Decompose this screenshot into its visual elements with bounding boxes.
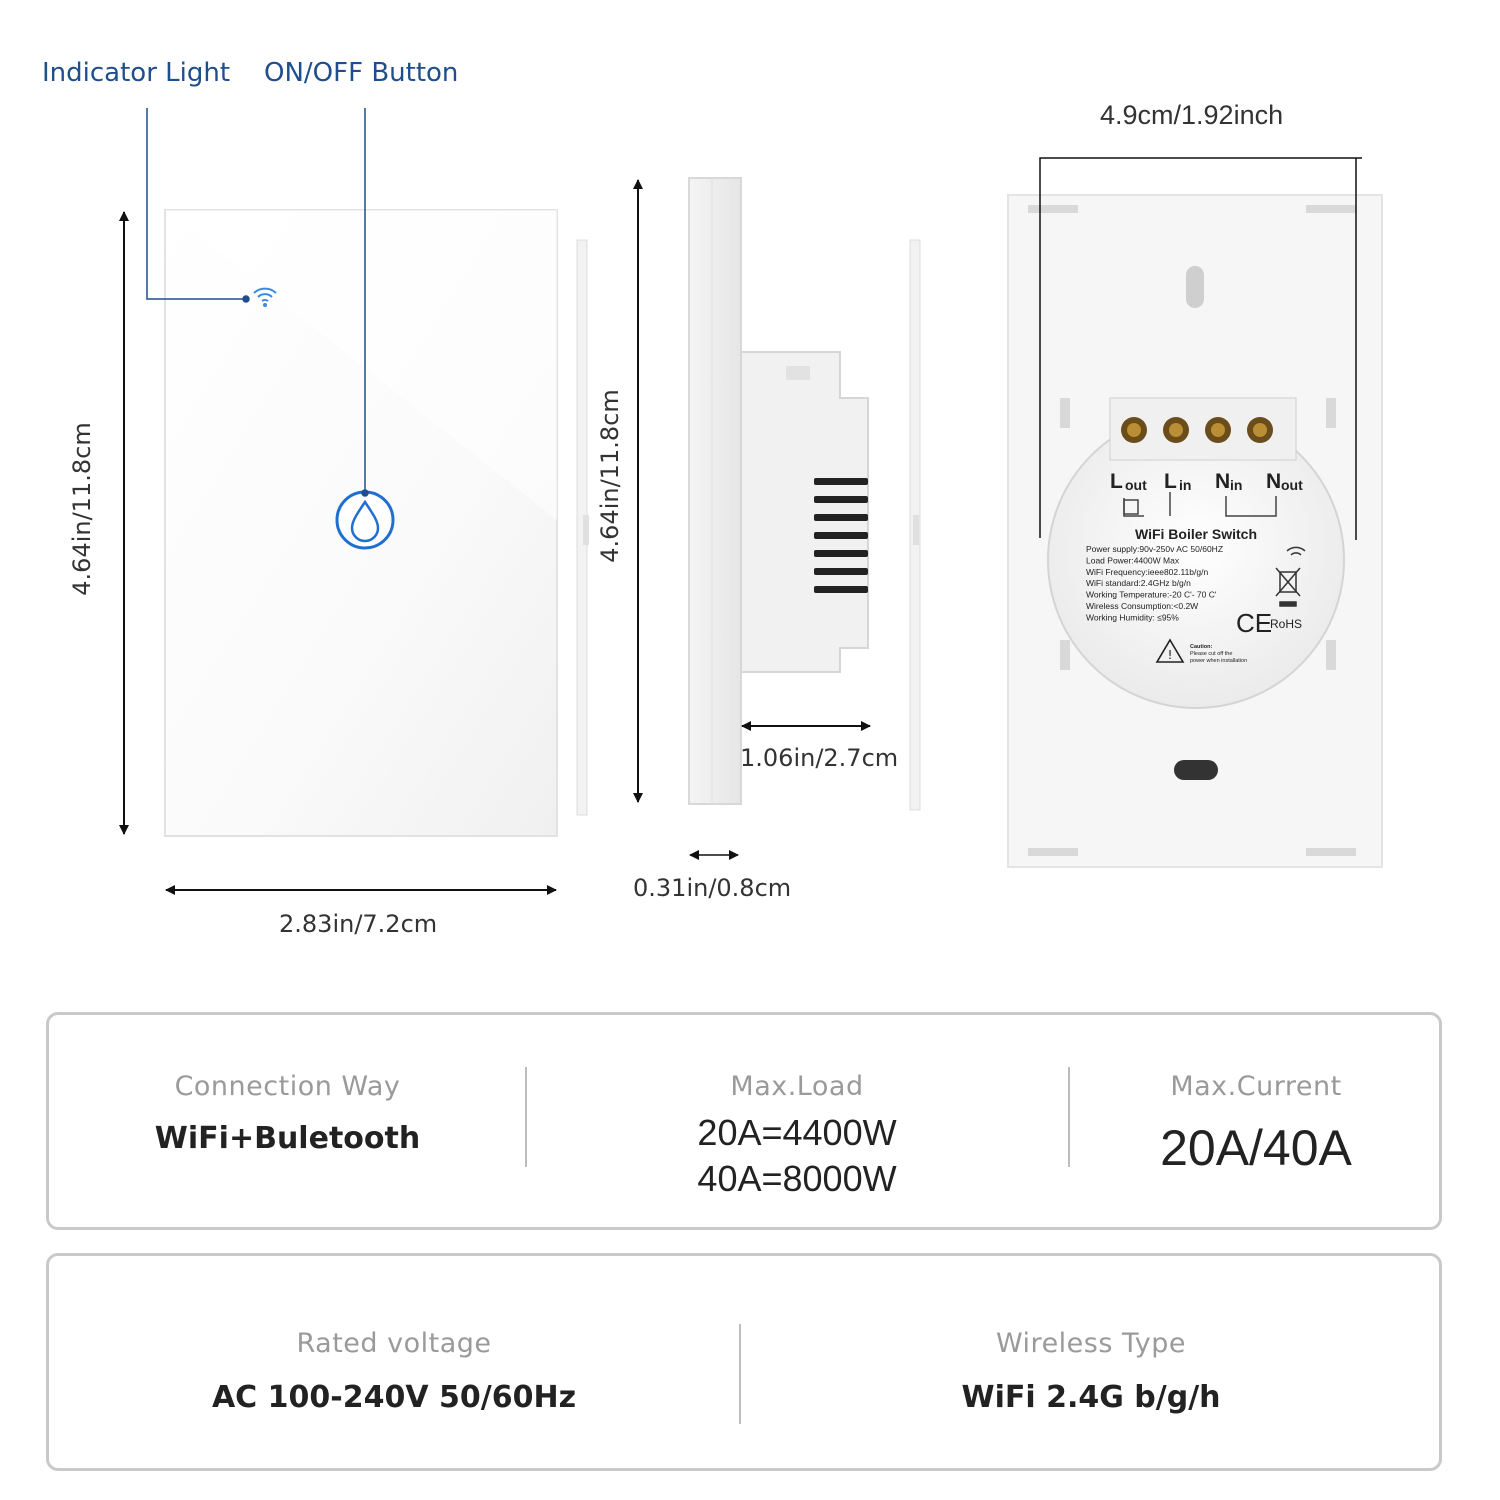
back-width-bracket <box>1039 157 1362 540</box>
spec-divider <box>1068 1067 1070 1167</box>
spec-max-load: Max.Load 20A=4400W 40A=8000W <box>527 1015 1067 1227</box>
indicator-light-callout: Indicator Light <box>42 58 231 88</box>
rohs-mark: RoHS <box>1270 617 1302 631</box>
spec-value-line-1: 20A=4400W <box>697 1112 897 1153</box>
terminal-subscript: out <box>1125 477 1147 493</box>
spec-label: Max.Load <box>730 1071 864 1102</box>
spec-divider <box>525 1067 527 1167</box>
front-height-label: 4.64in/11.8cm <box>68 422 96 596</box>
spec-label: Connection Way <box>174 1071 401 1102</box>
onoff-button-icon <box>335 490 395 550</box>
spec-label: Max.Current <box>1170 1071 1342 1102</box>
spec-rated-voltage: Rated voltage AC 100-240V 50/60Hz <box>49 1256 739 1468</box>
spec-panel-primary: Connection Way WiFi+Buletooth Max.Load 2… <box>46 1012 1442 1230</box>
ce-mark: CE <box>1236 608 1272 638</box>
side-view <box>688 177 869 805</box>
spec-value: 20A/40A <box>1160 1120 1352 1176</box>
spec-wireless-type: Wireless Type WiFi 2.4G b/g/h <box>741 1256 1441 1468</box>
back-label-spec-line: WiFi Frequency:ieee802.11b/g/n <box>1086 567 1208 577</box>
spec-label: Rated voltage <box>296 1328 492 1359</box>
back-label-spec-line: Working Humidity: ≤95% <box>1086 612 1179 622</box>
terminal-letter: N <box>1266 470 1281 493</box>
spec-panel-secondary: Rated voltage AC 100-240V 50/60Hz Wirele… <box>46 1253 1442 1471</box>
back-label-spec-line: Power supply:90v-250v AC 50/60HZ <box>1086 544 1223 554</box>
caution-text: power when installation <box>1190 658 1247 664</box>
back-label-spec-line: Load Power:4400W Max <box>1086 555 1180 565</box>
terminal-letter: L <box>1164 470 1177 493</box>
spec-value: AC 100-240V 50/60Hz <box>211 1380 577 1415</box>
caution-text: Please cut off the <box>1190 651 1232 657</box>
back-label-spec-line: Wireless Consumption:<0.2W <box>1086 601 1198 611</box>
back-label-spec-line: Working Temperature:-20 C'- 70 C' <box>1086 590 1217 600</box>
caution-text: Caution: <box>1190 644 1212 650</box>
svg-text:!: ! <box>1168 648 1173 662</box>
back-label-spec-line: WiFi standard:2.4GHz b/g/n <box>1086 578 1191 588</box>
terminal-letter: N <box>1215 470 1230 493</box>
spec-value: WiFi 2.4G b/g/h <box>961 1380 1221 1415</box>
spec-divider <box>739 1324 741 1424</box>
side-thickness-label: 0.31in/0.8cm <box>633 874 792 902</box>
callout-leaders <box>146 108 369 497</box>
back-wifi-icon <box>1286 546 1306 556</box>
front-panel <box>164 209 558 837</box>
recycle-bin-icon <box>1275 567 1301 607</box>
panel-edge-strip <box>576 239 921 816</box>
terminal-subscript: in <box>1179 477 1191 493</box>
spec-value-line-2: 40A=8000W <box>697 1158 897 1199</box>
terminal-subscript: in <box>1230 477 1242 493</box>
back-label-title: WiFi Boiler Switch <box>1135 526 1257 542</box>
spec-value: WiFi+Buletooth <box>154 1121 421 1156</box>
wifi-icon <box>253 287 277 307</box>
side-height-label: 4.64in/11.8cm <box>596 389 624 563</box>
spec-label: Wireless Type <box>995 1328 1187 1359</box>
terminal-letter: L <box>1110 470 1123 493</box>
onoff-button-callout: ON/OFF Button <box>264 58 459 88</box>
back-width-label: 4.9cm/1.92inch <box>1100 100 1284 130</box>
spec-max-current: Max.Current 20A/40A <box>1070 1015 1442 1227</box>
spec-connection-way: Connection Way WiFi+Buletooth <box>49 1015 526 1227</box>
warning-triangle-icon: ! <box>1155 638 1185 663</box>
back-view: ! <box>1007 194 1383 868</box>
front-width-label: 2.83in/7.2cm <box>279 910 438 938</box>
terminal-subscript: out <box>1281 477 1303 493</box>
side-depth-label: 1.06in/2.7cm <box>740 744 899 772</box>
